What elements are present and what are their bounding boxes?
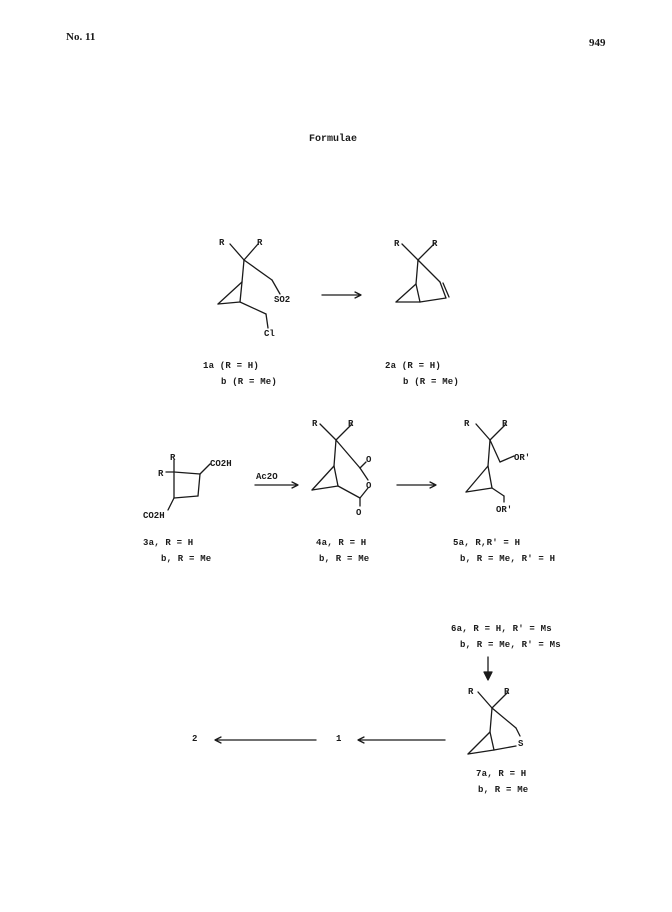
caption-6a: 6a, R = H, R' = Ms: [451, 624, 552, 634]
r-label: R: [468, 687, 474, 697]
oxygen-label: O: [366, 455, 372, 465]
caption-3b: b, R = Me: [161, 554, 212, 564]
cl-label: Cl: [264, 329, 275, 339]
r-label: R: [158, 469, 164, 479]
caption-5b: b, R = Me, R' = H: [460, 554, 556, 564]
so2-label: SO2: [274, 295, 290, 305]
compound-ref-1: 1: [336, 734, 342, 744]
reaction-arrow: [396, 481, 437, 489]
or-label: OR': [514, 453, 530, 463]
co2h-label: CO2H: [143, 511, 165, 521]
reaction-arrow-down: [483, 656, 493, 681]
page-title: Formulae: [309, 134, 358, 145]
caption-1b: b (R = Me): [221, 377, 278, 387]
or-label: OR': [496, 505, 512, 515]
reagent-label: Ac2O: [256, 472, 278, 482]
r-label: R: [170, 453, 176, 463]
r-label: R: [432, 239, 438, 249]
r-label: R: [504, 687, 510, 697]
caption-4a: 4a, R = H: [316, 538, 367, 548]
caption-1a: 1a (R = H): [203, 361, 260, 371]
reaction-arrow: [254, 481, 299, 489]
sulfur-label: S: [518, 739, 524, 749]
compound-ref-2: 2: [192, 734, 198, 744]
r-label: R: [394, 239, 400, 249]
caption-2b: b (R = Me): [403, 377, 460, 387]
caption-6b: b, R = Me, R' = Ms: [460, 640, 561, 650]
r-label: R: [257, 238, 263, 248]
caption-3a: 3a, R = H: [143, 538, 194, 548]
r-label: R: [464, 419, 470, 429]
caption-7a: 7a, R = H: [476, 769, 527, 779]
journal-issue: No. 11: [66, 31, 96, 43]
oxygen-label: O: [356, 508, 362, 518]
structure-7: R R S: [467, 687, 524, 755]
structure-4: R R O O O: [311, 419, 372, 518]
r-label: R: [219, 238, 225, 248]
caption-7b: b, R = Me: [478, 785, 529, 795]
caption-2a: 2a (R = H): [385, 361, 442, 371]
reaction-arrow-left: [357, 736, 446, 744]
structure-2: R R: [394, 239, 450, 303]
structure-3: R R CO2H CO2H: [143, 453, 232, 521]
co2h-label: CO2H: [210, 459, 232, 469]
page-number: 949: [589, 37, 606, 49]
caption-4b: b, R = Me: [319, 554, 370, 564]
r-label: R: [502, 419, 508, 429]
r-label: R: [312, 419, 318, 429]
structure-5: R R OR' OR': [464, 419, 530, 515]
reaction-arrow-left: [214, 736, 317, 744]
r-label: R: [348, 419, 354, 429]
caption-5a: 5a, R,R' = H: [453, 538, 521, 548]
reaction-arrow: [321, 291, 362, 299]
oxygen-label: O: [366, 481, 372, 491]
structure-1: R R SO2 Cl: [217, 238, 290, 339]
